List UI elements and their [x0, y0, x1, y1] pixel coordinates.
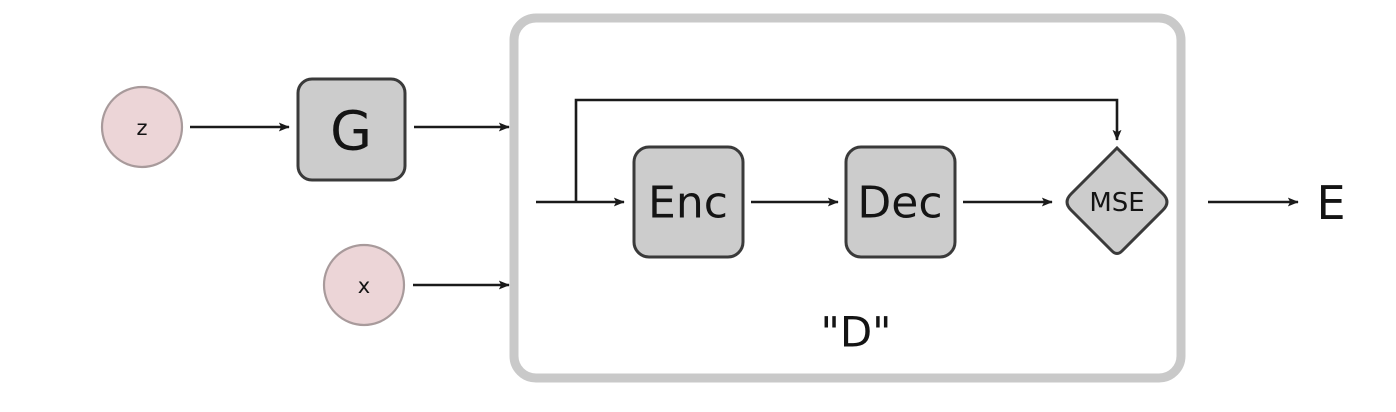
real-input-node-label: x: [358, 274, 370, 298]
encoder-node-label: Enc: [648, 178, 728, 229]
latent-node-circle: [100, 85, 184, 169]
decoder-node-box: [844, 145, 957, 259]
latent-node: z: [100, 85, 184, 169]
decoder-node-label: Dec: [857, 178, 942, 229]
generator-node-label: G: [330, 100, 372, 163]
mse-node: MSE: [1065, 145, 1169, 255]
output-node-label: E: [1316, 176, 1345, 230]
real-input-node-circle: [322, 243, 406, 327]
edge-skip-connection-to-mse: [574, 98, 1122, 202]
latent-node-label: z: [136, 116, 147, 140]
encoder-node-box: [632, 145, 745, 259]
mse-node-diamond: [1065, 145, 1169, 255]
mse-node-label: MSE: [1089, 188, 1144, 218]
real-input-node: x: [322, 243, 406, 327]
decoder-node: Dec: [844, 145, 957, 259]
encoder-node: Enc: [632, 145, 745, 259]
generator-node: G: [296, 77, 407, 182]
discriminator-container-label: "D": [821, 308, 892, 357]
generator-node-box: [296, 77, 407, 182]
